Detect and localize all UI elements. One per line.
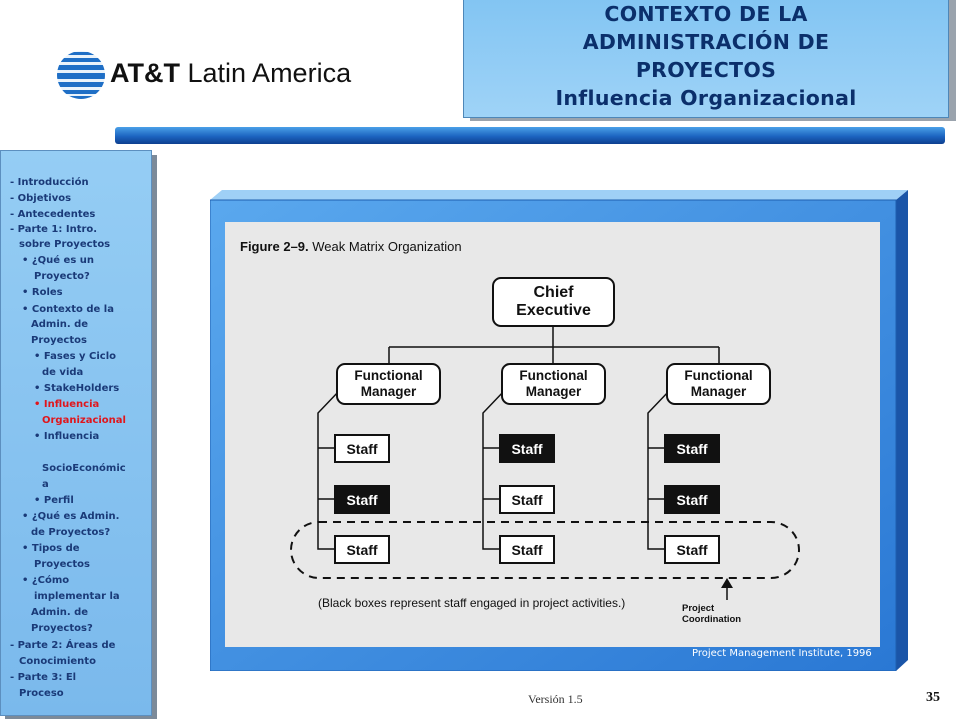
staff-box: Staff (499, 535, 555, 564)
globe-icon (57, 51, 105, 99)
manager-line-2: Manager (690, 384, 747, 399)
sidebar-item[interactable]: Conocimiento (19, 656, 96, 667)
logo-text: AT&T Latin America (110, 58, 351, 89)
sidebar-item[interactable]: Proyecto? (34, 271, 90, 282)
functional-manager-node-3: Functional Manager (666, 363, 771, 405)
sidebar-item[interactable]: a (42, 479, 49, 490)
sidebar-item[interactable]: Proyectos? (31, 623, 93, 634)
sidebar-item-active[interactable]: Organizacional (42, 415, 126, 426)
staff-box: Staff (499, 434, 555, 463)
project-coordination-label: Project Coordination (682, 603, 741, 625)
staff-box: Staff (664, 485, 720, 514)
sidebar-item[interactable]: SocioEconómic (42, 463, 126, 474)
sidebar-item[interactable]: • Tipos de (22, 543, 80, 554)
sidebar-item[interactable]: - Parte 3: El (10, 672, 77, 683)
logo-brand: AT&T (110, 58, 180, 88)
title-line-3: PROYECTOS (635, 58, 777, 82)
figure-caption: Figure 2–9. Weak Matrix Organization (240, 239, 462, 254)
header-bar (115, 127, 945, 144)
coordination-line-1: Project (682, 603, 715, 614)
sidebar-item[interactable]: Admin. de (31, 319, 89, 330)
staff-box: Staff (334, 535, 390, 564)
manager-line-1: Functional (684, 368, 753, 383)
page-number: 35 (926, 690, 940, 705)
staff-box: Staff (664, 434, 720, 463)
sidebar-item[interactable]: de vida (42, 367, 84, 378)
title-line-2: ADMINISTRACIÓN DE (582, 30, 830, 54)
figure-note: (Black boxes represent staff engaged in … (318, 596, 626, 610)
sidebar-item[interactable]: • ¿Qué es Admin. (22, 511, 120, 522)
staff-box: Staff (334, 485, 390, 514)
staff-box: Staff (499, 485, 555, 514)
sidebar-item[interactable]: Proyectos (34, 559, 90, 570)
sidebar-item[interactable]: Proceso (19, 688, 64, 699)
title-subtitle: Influencia Organizacional (555, 86, 857, 110)
sidebar-item[interactable]: de Proyectos? (31, 527, 111, 538)
source-credit: Project Management Institute, 1996 (692, 648, 872, 659)
logo-region: Latin America (187, 58, 352, 88)
functional-manager-node-1: Functional Manager (336, 363, 441, 405)
sidebar-item[interactable]: - Parte 2: Áreas de (10, 640, 116, 651)
staff-box: Staff (664, 535, 720, 564)
sidebar-item[interactable]: implementar la (34, 591, 120, 602)
manager-line-2: Manager (360, 384, 417, 399)
coordination-line-2: Coordination (682, 614, 742, 625)
title-box: CONTEXTO DE LA ADMINISTRACIÓN DE PROYECT… (463, 0, 949, 118)
coordination-ellipse (290, 521, 800, 579)
sidebar-item[interactable]: • StakeHolders (34, 383, 120, 394)
version-label: Versión 1.5 (528, 692, 583, 706)
sidebar-item[interactable]: Proyectos (31, 335, 87, 346)
sidebar-item[interactable]: • Fases y Ciclo (34, 351, 117, 362)
figure-number: Figure 2–9. (240, 239, 309, 254)
sidebar-item[interactable]: • Perfil (34, 495, 74, 506)
sidebar-item[interactable]: • Contexto de la (22, 304, 114, 315)
staff-box: Staff (334, 434, 390, 463)
title-line-1: CONTEXTO DE LA (604, 2, 808, 26)
functional-manager-node-2: Functional Manager (501, 363, 606, 405)
sidebar-item-active[interactable]: • Influencia (34, 399, 100, 410)
sidebar-item[interactable]: - Introducción (10, 177, 89, 188)
att-logo (55, 50, 355, 100)
chief-line-1: Chief (533, 284, 574, 301)
sidebar-item[interactable]: • Influencia (34, 431, 100, 442)
sidebar-item[interactable]: - Antecedentes (10, 209, 96, 220)
sidebar-item[interactable]: • ¿Qué es un (22, 255, 95, 266)
manager-line-1: Functional (519, 368, 588, 383)
sidebar-item[interactable]: sobre Proyectos (19, 239, 111, 250)
sidebar-item[interactable]: • ¿Cómo (22, 575, 70, 586)
figure-title: Weak Matrix Organization (312, 239, 462, 254)
arrow-up-icon (721, 578, 733, 588)
sidebar-item[interactable]: • Roles (22, 287, 63, 298)
sidebar-item[interactable]: - Parte 1: Intro. (10, 224, 98, 235)
chief-line-2: Executive (516, 302, 591, 319)
manager-line-2: Manager (525, 384, 582, 399)
manager-line-1: Functional (354, 368, 423, 383)
sidebar-nav: - Introducción - Objetivos - Antecedente… (0, 150, 152, 716)
chief-executive-node: Chief Executive (492, 277, 615, 327)
sidebar-item[interactable]: Admin. de (31, 607, 89, 618)
sidebar-item[interactable]: - Objetivos (10, 193, 72, 204)
